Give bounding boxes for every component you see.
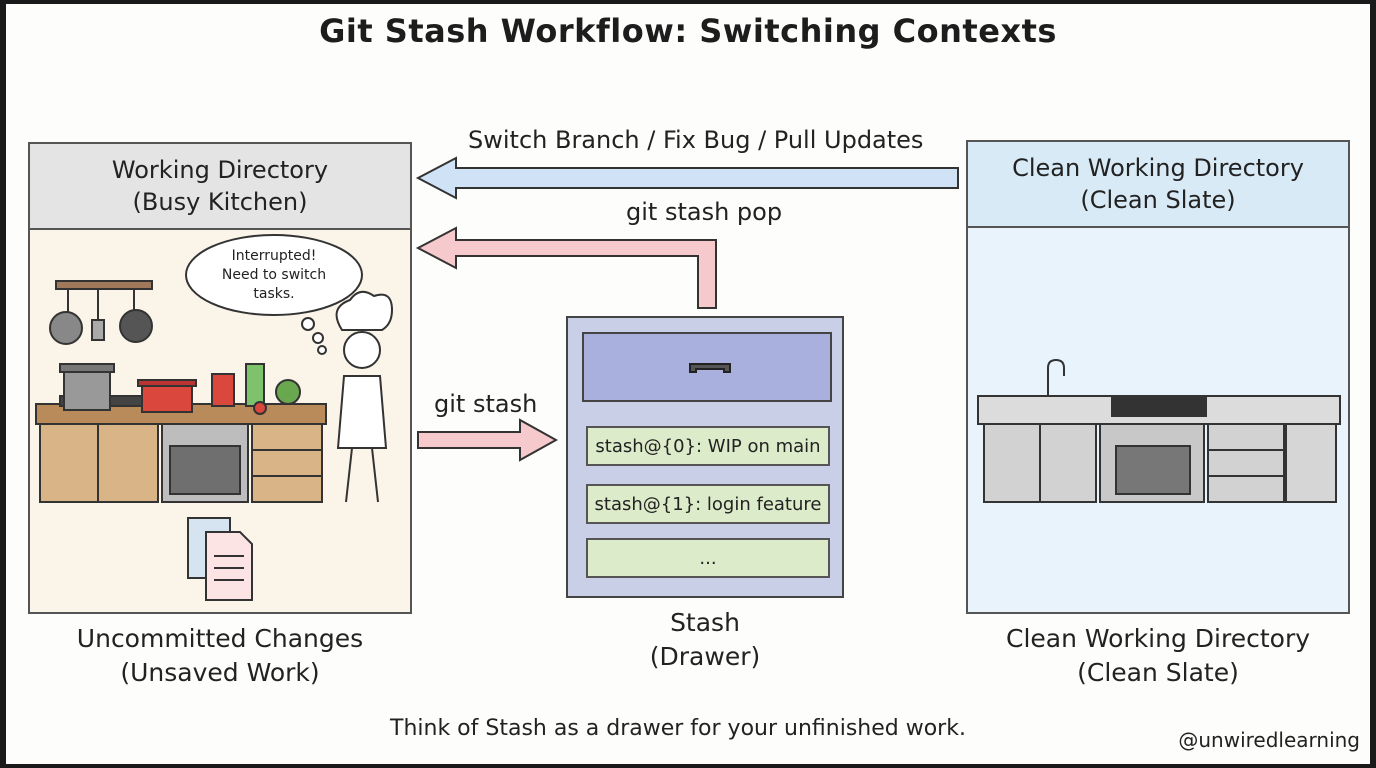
caption-line: (Unsaved Work) <box>120 658 320 687</box>
stash-entry-1[interactable]: stash@{1}: login feature <box>586 484 830 524</box>
thought-line: Need to switch <box>221 266 327 283</box>
stash-pop-label: git stash pop <box>626 198 783 226</box>
git-stash-label: git stash <box>434 390 538 418</box>
clean-directory-caption: Clean Working Directory (Clean Slate) <box>966 622 1350 690</box>
caption-line: (Clean Slate) <box>1077 658 1239 687</box>
drawer-handle-icon <box>689 363 731 373</box>
thought-bubble-text: Interrupted! Need to switch tasks. <box>186 236 362 314</box>
stash-entry-0[interactable]: stash@{0}: WIP on main <box>586 426 830 466</box>
caption-line: Uncommitted Changes <box>76 624 364 653</box>
caption-line: (Drawer) <box>649 642 761 671</box>
clean-directory-title: Clean Working Directory <box>1012 154 1304 182</box>
switch-branch-arrow <box>415 156 959 200</box>
uncommitted-changes-caption: Uncommitted Changes (Unsaved Work) <box>28 622 412 690</box>
working-directory-subtitle: (Busy Kitchen) <box>132 188 308 216</box>
footer-note: Think of Stash as a drawer for your unfi… <box>390 716 966 741</box>
cooking-pots-icon <box>59 363 197 413</box>
author-handle: @unwiredlearning <box>1178 728 1360 752</box>
caption-line: Stash <box>670 608 740 637</box>
groceries-icon <box>211 363 301 415</box>
stash-pop-arrow <box>415 226 717 309</box>
caption-line: Clean Working Directory <box>1005 624 1311 653</box>
documents-icon <box>187 517 253 601</box>
clean-working-directory-panel: Clean Working Directory (Clean Slate) <box>966 140 1350 614</box>
working-directory-title: Working Directory <box>111 156 329 184</box>
git-stash-arrow <box>417 418 559 462</box>
chef-stick-figure-icon <box>335 290 394 503</box>
thought-cloud-icon <box>185 234 363 355</box>
clean-kitchen-counter-icon <box>977 358 1341 503</box>
stash-caption: Stash (Drawer) <box>566 606 844 674</box>
working-directory-header: Working Directory (Busy Kitchen) <box>30 144 410 230</box>
clean-directory-subtitle: (Clean Slate) <box>1080 186 1236 214</box>
drawer-front <box>582 332 832 402</box>
thought-line: Interrupted! <box>231 247 317 264</box>
stash-drawer: stash@{0}: WIP on main stash@{1}: login … <box>566 316 844 598</box>
hanging-pans-icon <box>49 280 153 345</box>
switch-branch-label: Switch Branch / Fix Bug / Pull Updates <box>468 126 924 154</box>
thought-line: tasks. <box>253 285 295 302</box>
diagram-title: Git Stash Workflow: Switching Contexts <box>319 12 1057 50</box>
stash-entry-more: ... <box>586 538 830 578</box>
clean-directory-header: Clean Working Directory (Clean Slate) <box>968 142 1348 228</box>
